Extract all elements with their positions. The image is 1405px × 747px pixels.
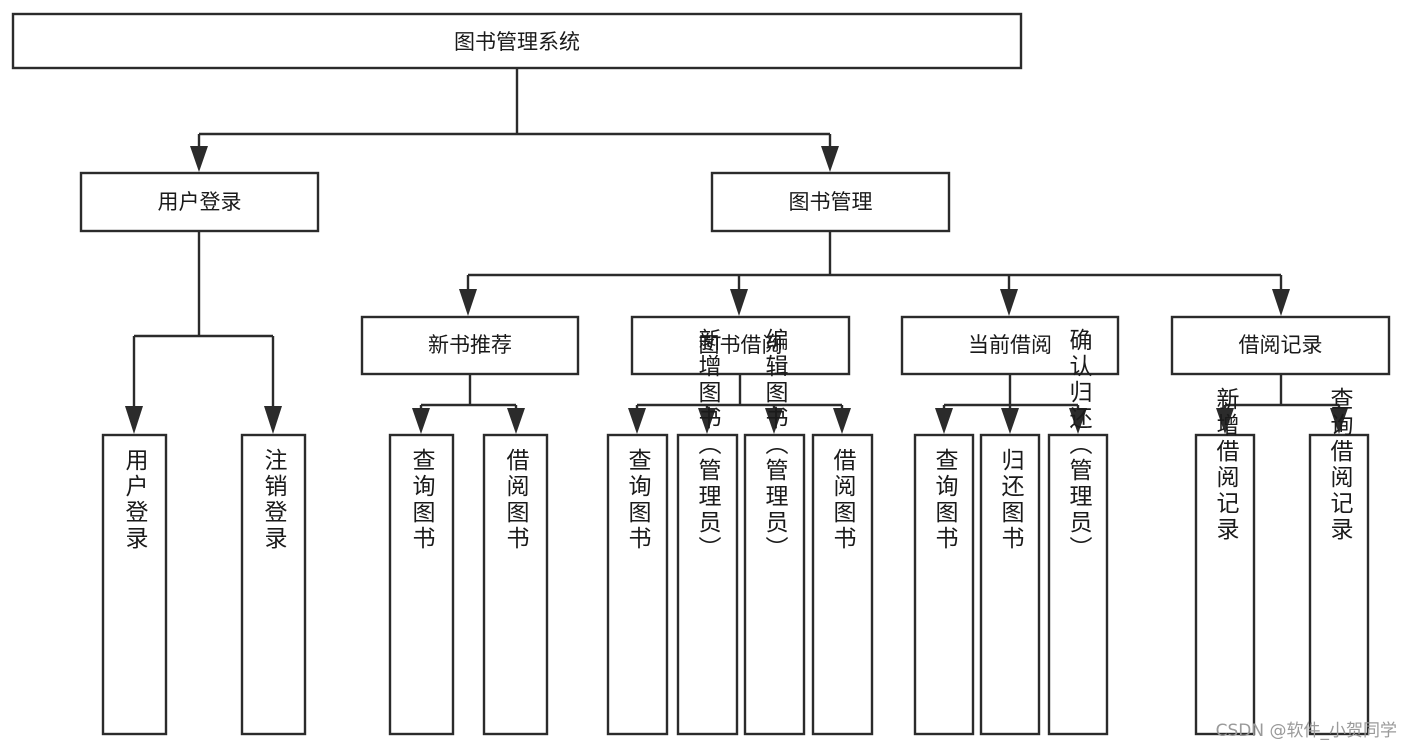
leaf-edit-book-admin[interactable]: 编辑图书（管理员） [743,328,806,736]
node-book-management[interactable]: 图书管理 [710,171,951,233]
leaf-query-borrow-record-label: 查询借阅记录 [1326,387,1354,543]
node-book-borrow-label: 图书借阅 [699,333,783,357]
arrow-head-borrowrecord-leaf-2 [1330,408,1348,434]
arrow-head-book-borrow [730,289,748,316]
node-current-borrow-box[interactable] [900,315,1120,376]
node-root-system-box[interactable] [11,12,1023,70]
leaf-return-book[interactable]: 归还图书 [979,433,1041,736]
leaf-query-book-borrow[interactable]: 查询图书 [606,433,669,736]
leaf-borrow-book-newbook-box[interactable] [482,433,549,736]
leaf-query-book-borrow-box[interactable] [606,433,669,736]
leaf-query-book-current-label: 查询图书 [931,448,959,552]
arrow-head-bookborrow-leaf-2 [698,408,716,434]
arrow-head-leaf-logout [264,406,282,434]
node-book-borrow[interactable]: 图书借阅 [630,315,851,376]
node-user-login[interactable]: 用户登录 [79,171,320,233]
node-book-borrow-box[interactable] [630,315,851,376]
arrow-head-new-book-rec [459,289,477,316]
leaf-edit-book-admin-box[interactable] [743,433,806,736]
leaf-return-book-box[interactable] [979,433,1041,736]
arrow-head-leaf-user-login [125,406,143,434]
leaf-add-book-admin[interactable]: 新增图书（管理员） [676,328,739,736]
leaf-query-book-newbook[interactable]: 查询图书 [388,433,455,736]
node-book-management-label: 图书管理 [789,190,873,214]
arrow-head-user-login [190,146,208,172]
leaf-borrow-book-label: 借阅图书 [829,448,857,552]
leaf-user-login-label: 用户登录 [121,448,149,552]
leaf-confirm-return-admin[interactable]: 确认归还（管理员） [1047,328,1109,736]
leaf-return-book-label: 归还图书 [997,448,1025,552]
node-book-management-box[interactable] [710,171,951,233]
node-borrow-record[interactable]: 借阅记录 [1170,315,1391,376]
leaf-confirm-return-admin-label: 确认归还（管理员） [1065,328,1093,562]
leaf-borrow-book-newbook[interactable]: 借阅图书 [482,433,549,736]
leaf-logout[interactable]: 注销登录 [240,433,307,736]
connector-layer [125,68,1348,434]
node-new-book-recommend-label: 新书推荐 [428,333,512,357]
leaf-query-book-current[interactable]: 查询图书 [913,433,975,736]
leaf-query-book-newbook-box[interactable] [388,433,455,736]
leaf-add-borrow-record-box[interactable] [1194,433,1256,736]
arrow-head-newbook-leaf-2 [507,408,525,434]
arrow-head-bookborrow-leaf-3 [765,408,783,434]
arrow-head-bookborrow-leaf-4 [833,408,851,434]
leaf-query-borrow-record[interactable]: 查询借阅记录 [1308,387,1370,736]
node-new-book-recommend[interactable]: 新书推荐 [360,315,580,376]
leaf-borrow-book-box[interactable] [811,433,874,736]
node-user-login-box[interactable] [79,171,320,233]
node-current-borrow-label: 当前借阅 [968,333,1052,357]
leaf-query-book-borrow-label: 查询图书 [624,448,652,552]
node-current-borrow[interactable]: 当前借阅 [900,315,1120,376]
node-borrow-record-label: 借阅记录 [1239,333,1323,357]
arrow-head-book-mgmt [821,146,839,172]
node-new-book-recommend-box[interactable] [360,315,580,376]
leaf-query-borrow-record-box[interactable] [1308,433,1370,736]
leaf-add-borrow-record-label: 新增借阅记录 [1212,387,1240,543]
arrow-head-currentborrow-leaf-3 [1069,408,1087,434]
arrow-head-borrow-record [1272,289,1290,316]
leaf-user-login-box[interactable] [101,433,168,736]
node-user-login-label: 用户登录 [158,190,242,214]
leaf-add-borrow-record[interactable]: 新增借阅记录 [1194,387,1256,736]
arrow-head-current-borrow [1000,289,1018,316]
arrow-head-borrowrecord-leaf-1 [1216,408,1234,434]
arrow-head-bookborrow-leaf-1 [628,408,646,434]
leaf-query-book-current-box[interactable] [913,433,975,736]
node-root-system-label: 图书管理系统 [454,30,580,54]
leaf-edit-book-admin-label: 编辑图书（管理员） [761,328,789,562]
arrow-head-newbook-leaf-1 [412,408,430,434]
node-root-system[interactable]: 图书管理系统 [11,12,1023,70]
leaf-add-book-admin-label: 新增图书（管理员） [694,328,722,562]
leaf-query-book-newbook-label: 查询图书 [408,448,436,552]
leaf-user-login[interactable]: 用户登录 [101,433,168,736]
leaf-logout-box[interactable] [240,433,307,736]
leaf-borrow-book[interactable]: 借阅图书 [811,433,874,736]
leaf-logout-label: 注销登录 [260,448,288,552]
leaf-confirm-return-admin-box[interactable] [1047,433,1109,736]
arrow-head-currentborrow-leaf-1 [935,408,953,434]
leaf-add-book-admin-box[interactable] [676,433,739,736]
arrow-head-currentborrow-leaf-2 [1001,408,1019,434]
leaf-borrow-book-newbook-label: 借阅图书 [502,448,530,552]
node-borrow-record-box[interactable] [1170,315,1391,376]
